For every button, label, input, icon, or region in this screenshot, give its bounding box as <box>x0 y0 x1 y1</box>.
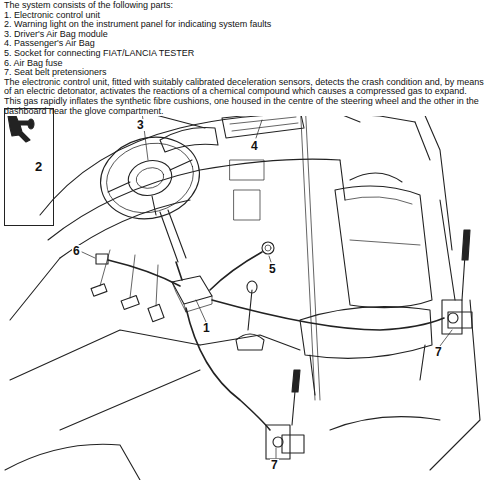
steering-wheel-part <box>91 126 208 229</box>
car-body <box>10 96 480 470</box>
car-body-part <box>48 159 340 240</box>
fuse <box>96 254 108 264</box>
wiring-part <box>176 262 182 280</box>
driver-airbag-module <box>124 156 175 200</box>
belt-pretensioner-bottom-part <box>273 437 283 447</box>
car-body-part <box>10 330 200 380</box>
list-item: 4. Passenger's Air Bag <box>4 39 492 49</box>
wiring-part <box>108 260 180 286</box>
list-item: 1. Electronic control unit <box>4 11 492 21</box>
pedals <box>91 250 164 322</box>
steering-wheel-part <box>160 210 186 262</box>
belt-pretensioner-bottom-part <box>292 370 300 392</box>
wiring-part <box>212 300 444 330</box>
seat-belts-part <box>440 200 455 300</box>
gear-lever <box>236 281 264 350</box>
front-seat-part <box>350 173 402 182</box>
steering-wheel-part <box>108 160 192 215</box>
control-unit-part <box>172 276 212 304</box>
callout-number: 4 <box>250 140 259 152</box>
leader-lines-part <box>276 448 277 458</box>
wiring-part <box>210 252 262 290</box>
car-body-part <box>420 104 452 250</box>
car-body-part <box>40 114 415 215</box>
instrument-panel-part <box>230 160 264 180</box>
list-item: 3. Driver's Air Bag module <box>4 30 492 40</box>
control-unit <box>172 276 212 312</box>
belt-pretensioner-right-part <box>448 312 472 328</box>
inset-box: 2 <box>4 108 54 226</box>
rear-seat-part <box>330 417 440 430</box>
belt-pretensioner-right <box>442 230 472 334</box>
callout-number: 6 <box>72 245 81 257</box>
airbag-icon-part <box>28 119 34 129</box>
callout-number: 2 <box>35 159 42 174</box>
belt-pretensioner-right-part <box>462 230 470 260</box>
gear-lever-part <box>236 334 264 350</box>
passenger-airbag-part <box>230 117 298 131</box>
steering-wheel <box>91 126 208 262</box>
leader-lines <box>82 112 452 458</box>
rear-seat <box>5 417 440 480</box>
list-item: 2. Warning light on the instrument panel… <box>4 20 492 30</box>
paragraph: This gas rapidly inflates the synthetic … <box>4 97 492 116</box>
leader-lines-part <box>196 300 206 322</box>
diagnostic-socket <box>262 242 274 254</box>
rear-seat-part <box>5 444 140 480</box>
seat-belts-part <box>305 100 320 400</box>
belt-pretensioner-bottom-part <box>282 435 304 453</box>
pedals-part <box>91 284 107 296</box>
front-seat-part <box>345 197 420 245</box>
list-item: 6. Air Bag fuse <box>4 59 492 69</box>
belt-pretensioner-right-part <box>442 300 462 334</box>
pedals-part <box>148 304 164 321</box>
leader-lines-part <box>256 120 262 138</box>
callout-number: 7 <box>434 346 443 358</box>
driver-airbag-module-part <box>134 165 166 192</box>
car-body-part <box>200 335 300 350</box>
car-body-part <box>430 300 480 470</box>
fuse-part <box>96 254 108 264</box>
description-text: The system consists of the following par… <box>4 1 492 116</box>
front-seat-part <box>300 307 432 359</box>
list-item: 5. Socket for connecting FIAT/LANCIA TES… <box>4 49 492 59</box>
control-unit-part <box>172 282 212 312</box>
paragraph: The electronic control unit, fitted with… <box>4 78 492 97</box>
driver-airbag-module-part <box>124 156 175 200</box>
front-seat <box>300 173 432 395</box>
pedals-part <box>100 250 158 306</box>
wiring <box>108 252 444 430</box>
belt-pretensioner-bottom <box>266 370 304 459</box>
diagnostic-socket-part <box>262 242 274 254</box>
steering-wheel-part <box>99 134 202 222</box>
list-item: 7. Seat belt pretensioners <box>4 68 492 78</box>
intro-line: The system consists of the following par… <box>4 1 492 11</box>
belt-pretensioner-right-part <box>448 313 458 323</box>
car-body-part <box>60 370 200 430</box>
front-seat-part <box>335 186 432 308</box>
car-body-part <box>340 160 345 200</box>
leader-lines-part <box>269 256 271 262</box>
instrument-panel-part <box>234 190 260 220</box>
front-seat-part <box>310 345 425 395</box>
leader-lines-part <box>82 252 95 258</box>
callout-number: 5 <box>268 263 277 275</box>
callout-number: 3 <box>136 119 145 131</box>
wiring-part <box>186 308 270 430</box>
leader-lines-part <box>440 330 452 346</box>
airbag-icon-part <box>8 116 30 142</box>
instrument-panel-part <box>160 128 218 153</box>
seat-belts <box>300 100 455 400</box>
callout-number: 7 <box>270 459 279 471</box>
gear-lever-part <box>247 281 257 293</box>
car-body-part <box>415 122 430 160</box>
diagnostic-socket-part <box>265 245 271 251</box>
callout-number: 1 <box>202 322 211 334</box>
car-body-part <box>10 258 60 320</box>
